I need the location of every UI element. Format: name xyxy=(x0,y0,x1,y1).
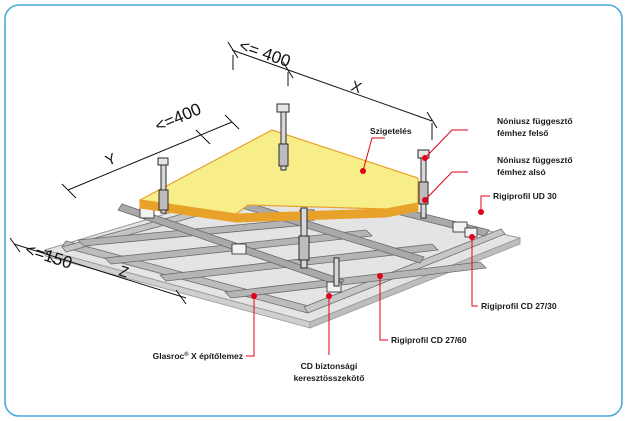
insulation-layer xyxy=(138,129,419,223)
label-hanger-lower-line1: Nóniusz függesztő xyxy=(497,155,573,165)
leader-lines xyxy=(246,129,490,357)
marker-profile-ud xyxy=(478,209,484,215)
label-board-prefix: Glasroc xyxy=(153,351,185,361)
label-hanger-upper-line2: fémhez felső xyxy=(497,128,549,138)
marker-connector xyxy=(326,293,332,299)
dimension-lines xyxy=(9,41,438,305)
profile-cd2730 xyxy=(117,203,345,287)
label-profile-ud: Rigiprofil UD 30 xyxy=(493,191,557,201)
label-hanger-upper-line1: Nóniusz függesztő xyxy=(497,116,573,126)
hanger xyxy=(333,257,340,287)
marker-board xyxy=(251,293,257,299)
cross-connector xyxy=(231,243,247,255)
markers xyxy=(251,155,484,299)
profile-cd2760 xyxy=(159,243,439,282)
label-connector-line2: keresztösszekötő xyxy=(294,373,365,383)
marker-profile-cd2730 xyxy=(469,234,475,240)
cross-connector xyxy=(452,221,468,233)
label-profile-cd2760: Rigiprofil CD 27/60 xyxy=(391,335,467,345)
marker-hanger-upper xyxy=(422,155,428,161)
marker-profile-cd2760 xyxy=(377,273,383,279)
label-connector-line1: CD biztonsági xyxy=(301,361,358,371)
profile-cd2760 xyxy=(224,261,487,299)
hanger xyxy=(276,103,290,171)
label-profile-cd2730: Rigiprofil CD 27/30 xyxy=(481,301,557,311)
hangers xyxy=(157,103,430,287)
label-board-suffix: X építőlemez xyxy=(189,351,243,361)
label-board: Glasroc® X építőlemez xyxy=(153,351,243,361)
hanger xyxy=(157,157,169,214)
hanger xyxy=(298,207,310,269)
marker-hanger-lower xyxy=(422,197,428,203)
marker-insulation xyxy=(360,168,366,174)
label-board-sup: ® xyxy=(184,351,189,358)
label-insulation: Szigetelés xyxy=(370,126,412,136)
label-hanger-lower-line2: fémhez alsó xyxy=(497,167,546,177)
